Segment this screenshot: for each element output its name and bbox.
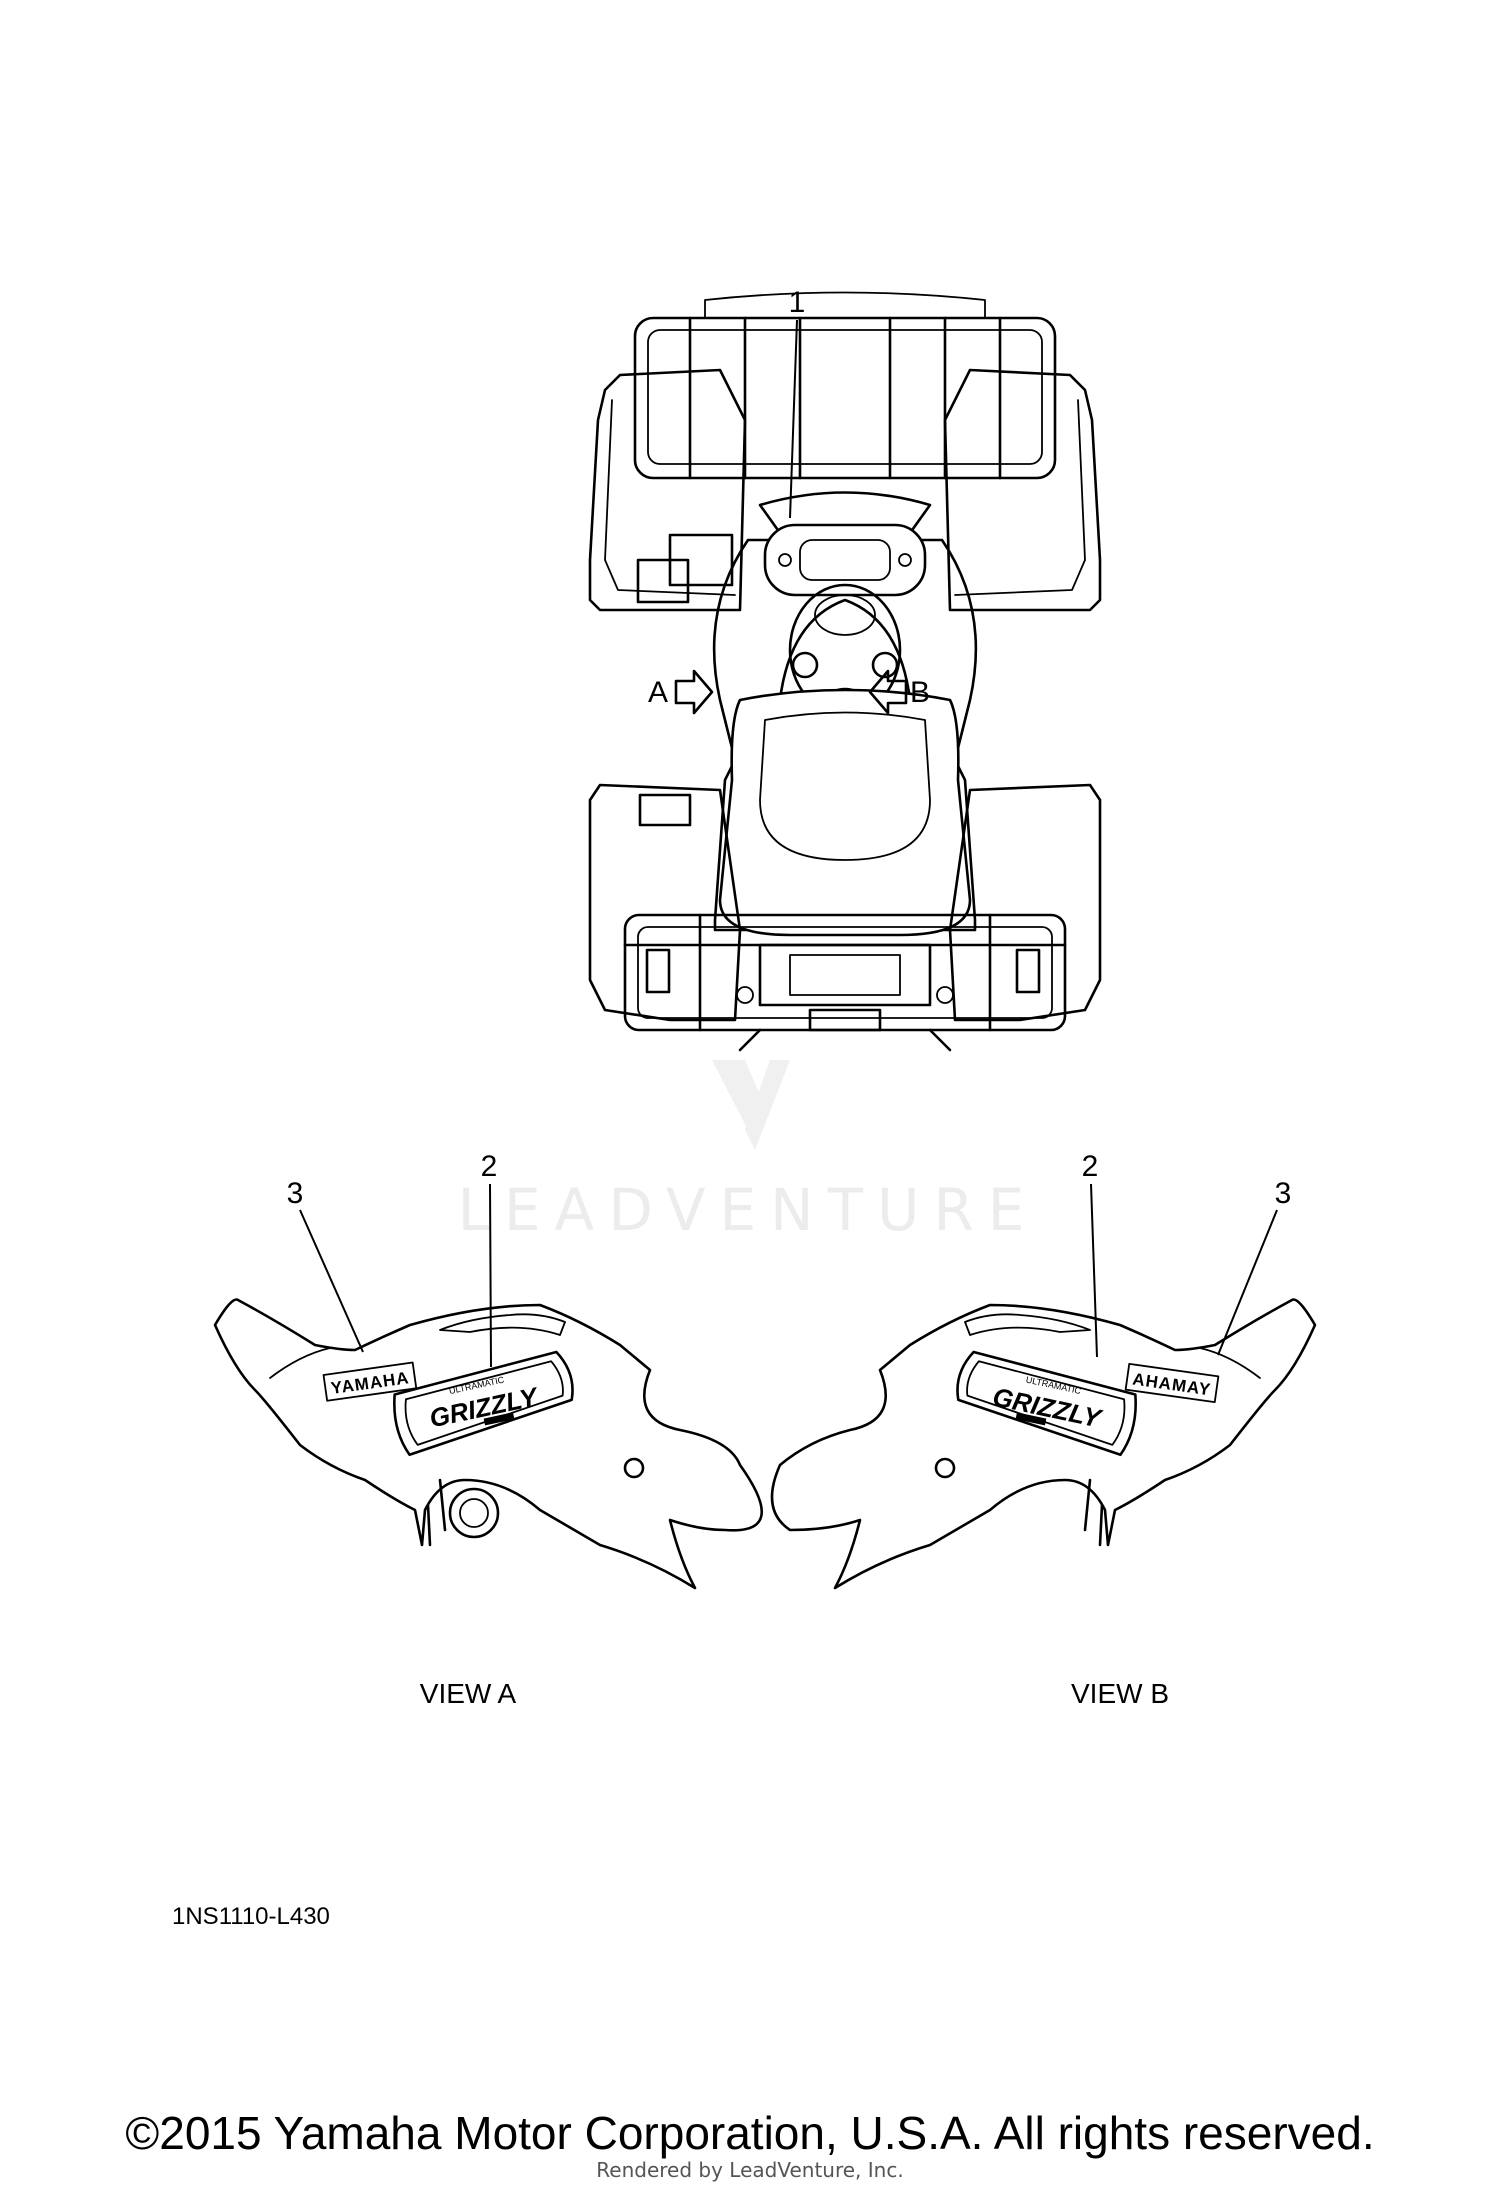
callout-1: 1: [789, 286, 806, 519]
part-code: 1NS1110-L430: [172, 1903, 330, 1930]
view-a-diagram: YAMAHA ULTRAMATIC GRIZZLY: [213, 1298, 763, 1590]
copyright-notice: ©2015 Yamaha Motor Corporation, U.S.A. A…: [125, 2107, 1375, 2159]
leadventure-watermark: LEADVENTURE: [458, 1060, 1039, 1244]
view-b-callout-3: 3: [1275, 1177, 1292, 1210]
view-a-callouts: 2 3: [287, 1150, 498, 1368]
view-b-diagram: AHAMAY ULTRAMATIC GRIZZLY: [770, 1298, 1317, 1590]
view-a-label: VIEW A: [420, 1678, 517, 1709]
watermark-text: LEADVENTURE: [458, 1176, 1039, 1244]
grizzly-decal-right: ULTRAMATIC GRIZZLY: [956, 1350, 1137, 1457]
yamaha-decal-right: AHAMAY: [1124, 1362, 1220, 1404]
rendered-by-credit: Rendered by LeadVenture, Inc.: [596, 2158, 904, 2182]
view-b-callouts: 2 3: [1082, 1150, 1292, 1358]
view-a-arrow: A: [648, 669, 714, 715]
yamaha-decal-left: YAMAHA: [322, 1361, 418, 1402]
callout-1-number: 1: [789, 286, 806, 319]
arrow-a-label: A: [648, 676, 668, 709]
view-b-callout-2: 2: [1082, 1150, 1099, 1183]
view-b-label: VIEW B: [1071, 1678, 1169, 1709]
arrow-b-label: B: [910, 676, 930, 709]
view-a-callout-3: 3: [287, 1177, 304, 1210]
grizzly-decal-left: ULTRAMATIC GRIZZLY: [393, 1350, 574, 1457]
view-a-callout-2: 2: [481, 1150, 498, 1183]
view-b-arrow: B: [868, 669, 930, 715]
atv-top-view: [588, 291, 1102, 1052]
